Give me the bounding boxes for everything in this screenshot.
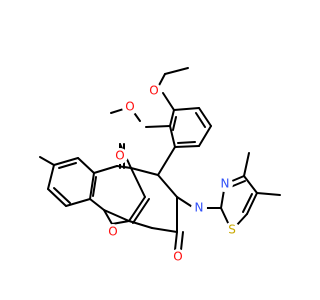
atom-label-oxygen: O — [125, 100, 134, 114]
bond — [130, 167, 159, 176]
bond — [243, 175, 258, 194]
bond — [198, 125, 212, 147]
bond — [92, 176, 97, 197]
bond — [93, 165, 118, 174]
atom-mask — [170, 249, 186, 265]
bond — [89, 172, 95, 200]
bond — [53, 187, 71, 204]
atom-label-nitrogen: N — [195, 201, 204, 215]
bond — [89, 198, 105, 211]
atom-mask — [224, 222, 240, 238]
bond — [242, 193, 253, 213]
bond — [65, 198, 91, 207]
bond — [176, 196, 195, 209]
bond — [220, 207, 230, 226]
atom-mask — [105, 224, 121, 240]
atom-mask — [217, 176, 233, 192]
bond — [173, 107, 200, 111]
bond-layer — [39, 67, 281, 251]
bond — [256, 192, 281, 196]
bond — [128, 220, 153, 229]
bond — [128, 196, 146, 222]
atom-label-oxygen: O — [115, 149, 124, 163]
bond — [103, 209, 130, 222]
bond — [180, 231, 184, 251]
atom-mask — [146, 83, 162, 99]
bond — [169, 109, 175, 127]
atom-mask — [112, 148, 128, 164]
bond — [157, 146, 176, 176]
bond — [177, 141, 196, 144]
bond — [47, 164, 55, 190]
atom-label-sulfur: S — [228, 223, 236, 237]
bond — [174, 145, 200, 148]
bond — [132, 198, 150, 224]
bond — [172, 116, 177, 131]
bond — [111, 220, 130, 225]
bond — [53, 157, 79, 166]
bond — [47, 188, 67, 207]
atom-mask — [191, 200, 207, 216]
bond — [235, 213, 248, 227]
molecular-structure: O O O N N S O O — [39, 67, 281, 265]
atom-label-layer: O O O N N S O O — [105, 83, 240, 265]
bond — [103, 209, 113, 225]
bond — [130, 167, 146, 198]
bond — [116, 165, 132, 169]
atom-label-oxygen: O — [108, 225, 117, 239]
bond — [174, 231, 178, 251]
bond — [164, 67, 189, 75]
bond — [39, 156, 55, 166]
bond — [162, 92, 175, 111]
bond — [58, 162, 77, 169]
bond — [246, 192, 258, 215]
bond — [169, 125, 176, 148]
atom-label-oxygen: O — [149, 84, 158, 98]
bond — [157, 174, 178, 198]
bond — [198, 107, 212, 127]
bond — [151, 227, 178, 233]
atom-label-oxygen: O — [173, 250, 182, 264]
bond — [243, 152, 250, 177]
bond — [145, 125, 171, 128]
atom-mask — [122, 99, 138, 115]
bond — [77, 157, 95, 174]
bond — [195, 112, 206, 128]
atom-label-nitrogen: N — [221, 177, 230, 191]
